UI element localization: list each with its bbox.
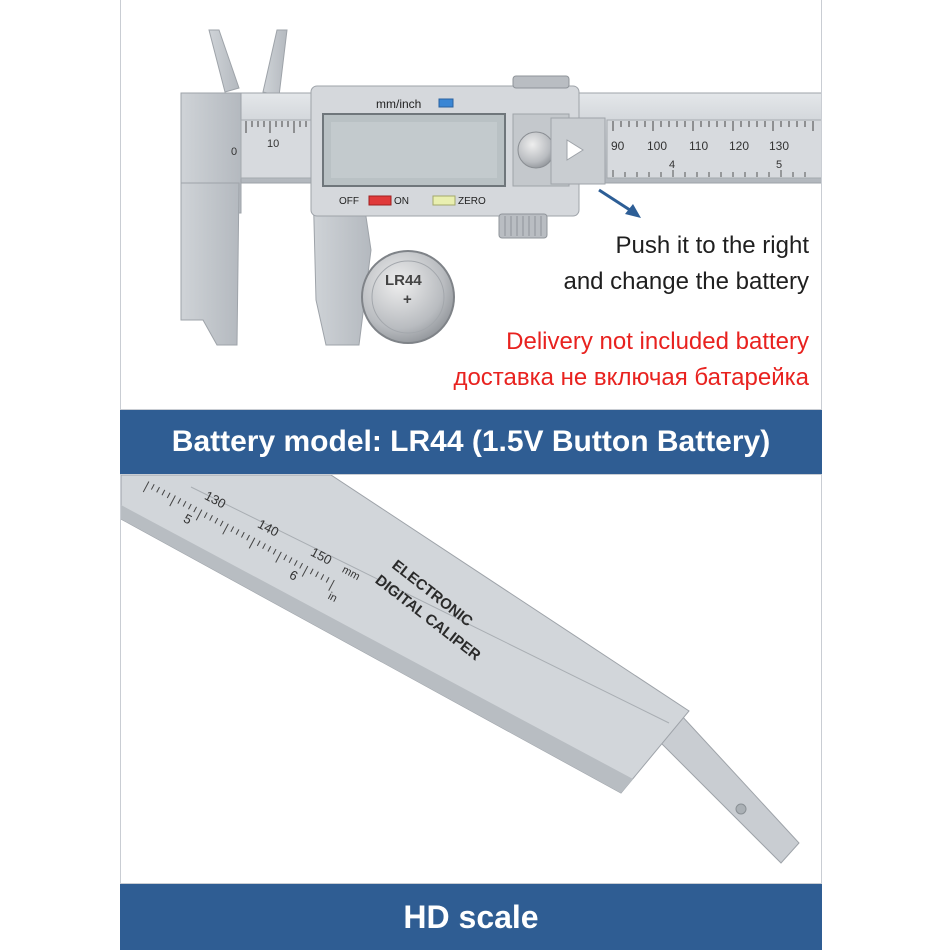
delivery-warning: Delivery not included battery доставка н… bbox=[453, 324, 809, 396]
instruction-line-1: Push it to the right bbox=[615, 232, 809, 259]
beam-diagonal bbox=[121, 475, 690, 794]
installed-battery bbox=[517, 131, 555, 169]
warning-line-ru: доставка не включая батарейка bbox=[453, 364, 809, 391]
battery-model-text: LR44 bbox=[385, 272, 422, 289]
scale-right-110: 110 bbox=[689, 139, 708, 153]
caliper-front-illustration: 0 10 mm/inch OFF ON ZERO bbox=[180, 29, 821, 346]
caliper-scale-illustration: 130 140 150 5 6 mm in ELECTRONIC DIGITAL… bbox=[121, 475, 800, 864]
battery-model-banner: Battery model: LR44 (1.5V Button Battery… bbox=[120, 410, 822, 474]
bottom-photo-panel: 130 140 150 5 6 mm in ELECTRONIC DIGITAL… bbox=[120, 474, 822, 884]
top-photo-panel: 0 10 mm/inch OFF ON ZERO bbox=[120, 0, 822, 410]
inch-mark-4: 4 bbox=[669, 159, 675, 171]
zero-button[interactable] bbox=[432, 195, 456, 206]
lr44-battery-illustration: LR44 + bbox=[361, 250, 455, 344]
inch-ticks bbox=[612, 170, 806, 177]
scale-left-10: 10 bbox=[267, 138, 279, 150]
upper-jaw-left bbox=[208, 29, 240, 93]
right-scale-ticks bbox=[612, 121, 814, 131]
left-scale-ticks bbox=[245, 121, 307, 133]
instruction-line-2: and change the battery bbox=[563, 268, 809, 295]
right-scale-strip bbox=[606, 119, 821, 179]
diagonal-scale-ticks bbox=[142, 481, 335, 591]
arrow-line bbox=[598, 188, 634, 214]
battery-plus-icon: + bbox=[403, 291, 412, 308]
lower-jaw-fixed bbox=[180, 182, 240, 346]
on-label: ON bbox=[394, 196, 409, 207]
inch-mark-5: 5 bbox=[776, 159, 782, 171]
upper-jaw-right bbox=[262, 29, 288, 97]
scale-right-130: 130 bbox=[769, 139, 789, 153]
mode-button[interactable] bbox=[438, 98, 454, 108]
zero-label: ZERO bbox=[458, 196, 486, 207]
unit-label: mm/inch bbox=[376, 97, 421, 111]
battery-slide-cover bbox=[550, 117, 606, 185]
scale-right-100: 100 bbox=[647, 139, 667, 153]
arrow-head-icon bbox=[625, 204, 641, 218]
scale-right-90: 90 bbox=[611, 139, 625, 153]
scale-right-120: 120 bbox=[729, 139, 749, 153]
depth-rod bbox=[660, 714, 800, 864]
off-label: OFF bbox=[339, 196, 359, 207]
warning-line-en: Delivery not included battery bbox=[506, 328, 809, 355]
on-button[interactable] bbox=[368, 195, 392, 206]
scale-left-0: 0 bbox=[231, 146, 237, 158]
battery-change-instructions: Push it to the right and change the batt… bbox=[563, 228, 809, 300]
depth-knob bbox=[512, 75, 570, 89]
hd-scale-banner: HD scale bbox=[120, 884, 822, 950]
slide-arrow-icon bbox=[566, 139, 584, 161]
